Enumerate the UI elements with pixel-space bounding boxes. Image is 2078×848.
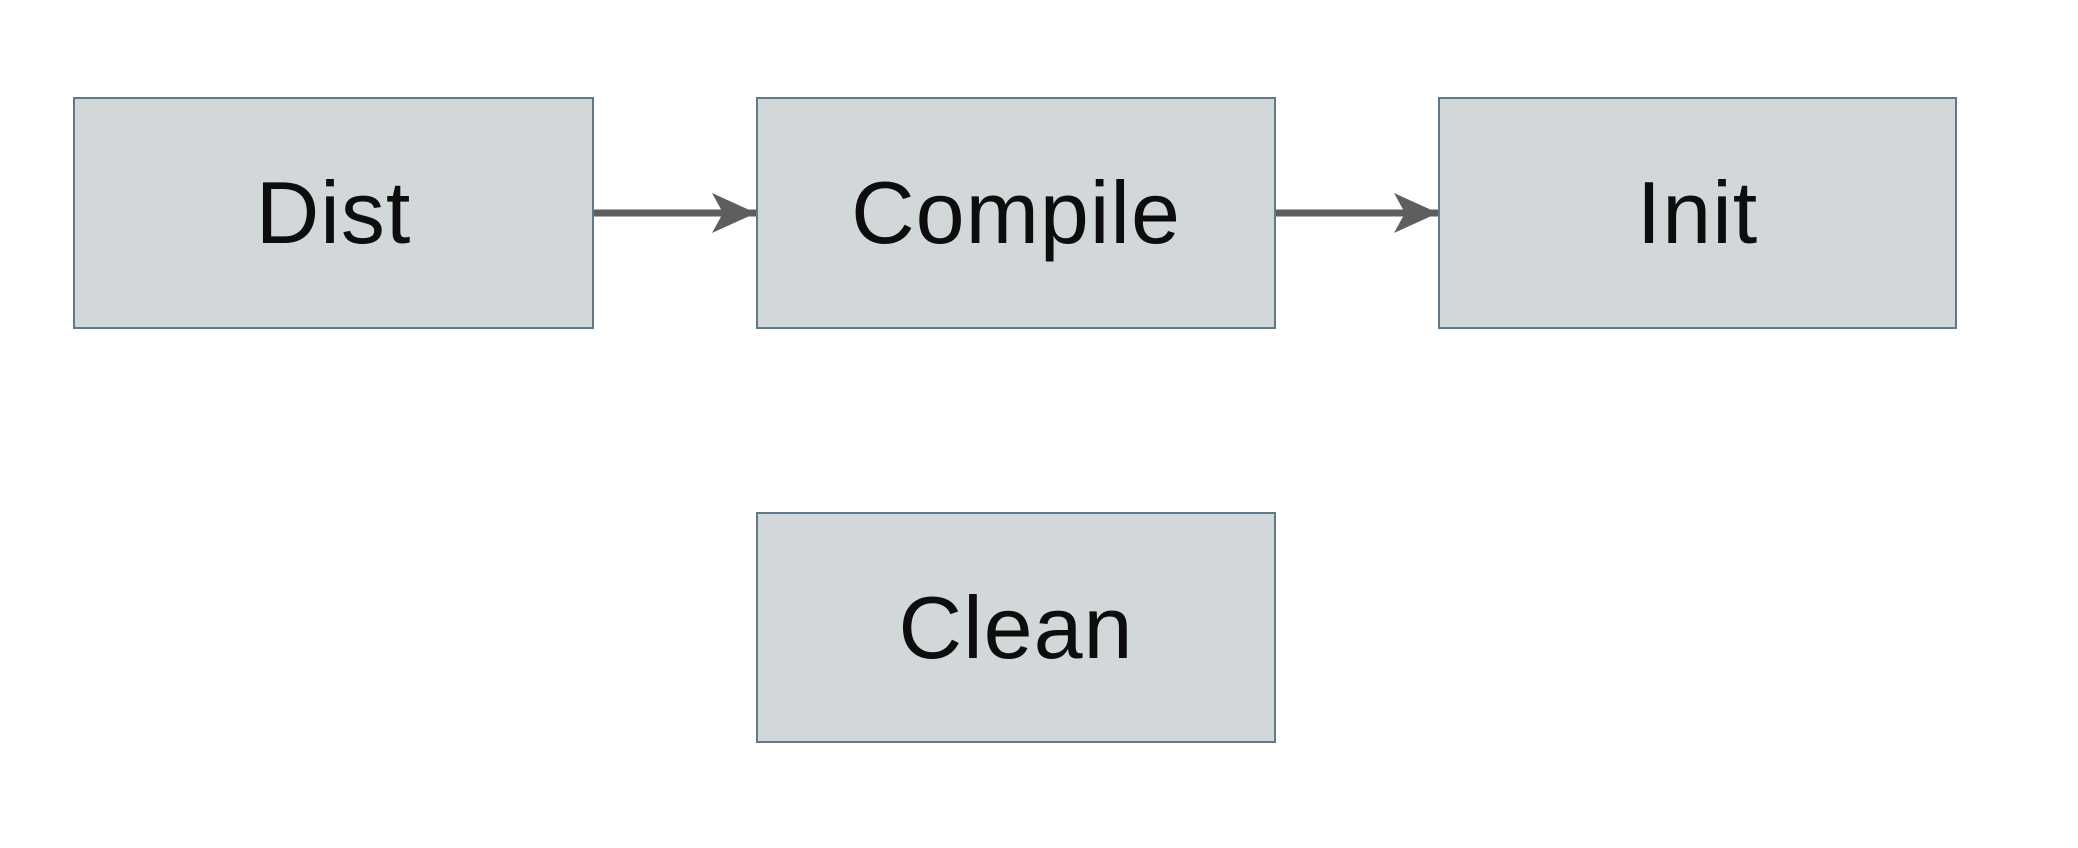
- node-clean: Clean: [756, 512, 1276, 743]
- node-clean-label: Clean: [898, 577, 1134, 677]
- node-init: Init: [1438, 97, 1957, 329]
- node-dist: Dist: [73, 97, 594, 329]
- node-compile-label: Compile: [851, 163, 1181, 262]
- node-dist-label: Dist: [255, 163, 412, 262]
- node-compile: Compile: [756, 97, 1276, 329]
- node-init-label: Init: [1636, 163, 1759, 262]
